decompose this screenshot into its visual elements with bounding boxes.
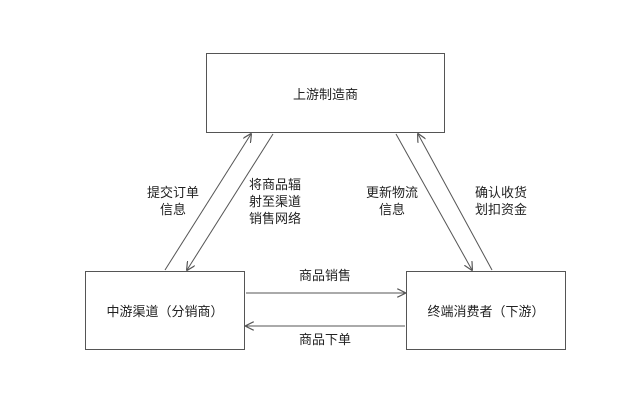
edge-label-radiate-sales: 将商品辐 射至渠道 销售网络 [240, 177, 310, 228]
arrow-consumer-to-manufacturer [418, 134, 493, 271]
edge-label-line: 提交订单 [146, 186, 199, 201]
edge-label-line: 更新物流 [365, 186, 418, 201]
edge-label-line: 商品下单 [298, 333, 351, 348]
node-channel-label: 中游渠道（分销商） [106, 305, 224, 320]
node-channel: 中游渠道（分销商） [85, 271, 245, 350]
node-manufacturer: 上游制造商 [206, 53, 445, 133]
edge-label-line: 销售网络 [248, 212, 301, 227]
arrow-manufacturer-to-channel [187, 133, 274, 270]
edge-label-line: 确认收货 [474, 186, 527, 201]
arrow-manufacturer-to-consumer [395, 133, 472, 270]
node-consumer-label: 终端消费者（下游） [427, 305, 545, 320]
edge-label-line: 商品销售 [298, 269, 351, 284]
edge-label-confirm-receipt: 确认收货 划扣资金 [466, 185, 536, 219]
edge-label-update-logistics: 更新物流 信息 [357, 185, 427, 219]
node-consumer: 终端消费者（下游） [406, 271, 566, 350]
arrow-channel-to-manufacturer [164, 134, 251, 271]
edge-label-line: 将商品辐 [248, 178, 301, 193]
edge-label-submit-order: 提交订单 信息 [138, 185, 208, 219]
edge-label-line: 划扣资金 [474, 203, 527, 218]
node-manufacturer-label: 上游制造商 [292, 87, 358, 103]
edge-label-goods-sales: 商品销售 [285, 268, 365, 285]
edge-label-line: 信息 [378, 203, 405, 218]
edge-label-line: 射至渠道 [248, 195, 301, 210]
edge-label-goods-order: 商品下单 [285, 332, 365, 349]
edge-label-line: 信息 [159, 203, 186, 218]
